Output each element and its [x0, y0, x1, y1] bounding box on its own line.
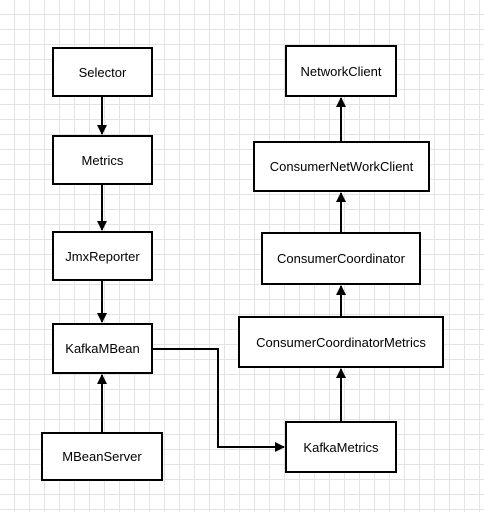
node-label: JmxReporter: [65, 248, 140, 264]
node-kafkametrics: KafkaMetrics: [285, 421, 397, 473]
edge-kafkambean-to-kafkametrics: [153, 348, 285, 452]
node-label: Metrics: [81, 152, 124, 168]
node-jmxreporter: JmxReporter: [52, 231, 153, 281]
node-consumercoordinator: ConsumerCoordinator: [261, 232, 421, 285]
node-label: KafkaMBean: [65, 341, 140, 356]
node-label: Selector: [78, 64, 127, 80]
node-metrics: Metrics: [52, 135, 153, 185]
node-label: KafkaMetrics: [303, 439, 379, 455]
node-mbeanserver: MBeanServer: [41, 432, 163, 481]
node-label: ConsumerCoordinator: [277, 251, 405, 266]
node-consumercoordinatormetrics: ConsumerCoordinatorMetrics: [238, 316, 444, 368]
node-label: ConsumerNetWorkClient: [269, 159, 414, 174]
node-label: MBeanServer: [62, 449, 142, 464]
node-kafkambean: KafkaMBean: [52, 323, 153, 374]
node-networkclient: NetworkClient: [285, 45, 397, 97]
node-label: NetworkClient: [300, 63, 382, 79]
node-label: ConsumerCoordinatorMetrics: [256, 334, 426, 350]
node-consumernetworkclient: ConsumerNetWorkClient: [253, 141, 430, 192]
node-selector: Selector: [52, 47, 153, 97]
